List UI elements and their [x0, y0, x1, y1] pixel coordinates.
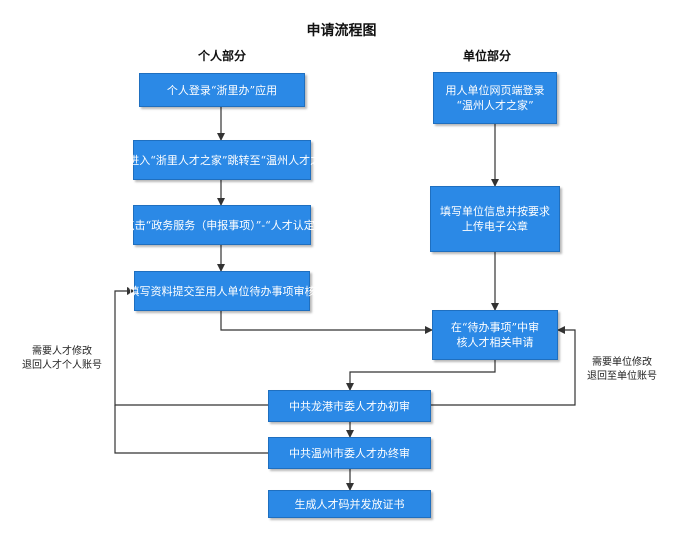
node-search-talent-home: 搜索进入“浙里人才之家”跳转至“温州人才之家” [106, 140, 338, 180]
node-unit-info: 填写单位信息并按要求上传电子公章 [430, 186, 560, 252]
diagram-title: 申请流程图 [306, 23, 377, 39]
node-longgang-review: 中共龙港市委人才办初审 [268, 390, 431, 422]
node-unit-login: 用人单位网页端登录“温州人才之家” [433, 72, 557, 124]
node-click-gov-service: 点击“政务服务（申报事项）”-“人才认定” [124, 205, 320, 245]
node-issue-certificate: 生成人才码并发放证书 [268, 490, 431, 518]
node-fill-materials: 填写资料提交至用人单位待办事项审核 [129, 271, 316, 311]
section-personal-label: 个人部分 [198, 49, 247, 63]
section-unit-label: 单位部分 [463, 49, 512, 63]
node-login-zheliban: 个人登录“浙里办”应用 [139, 73, 305, 107]
edge-n4-u3 [220, 311, 433, 334]
node-review-pending: 在“待办事项”中审核人才相关申请 [432, 310, 558, 360]
node-wenzhou-review: 中共温州市委人才办终审 [268, 437, 431, 469]
note-return-unit: 需要单位修改退回至单位账号 [587, 357, 657, 382]
edge-r1-return-unit [431, 326, 576, 406]
edge-r1-return-personal [114, 287, 268, 406]
note-return-personal: 需要人才修改退回人才个人账号 [22, 346, 102, 371]
edge-u3-r1 [346, 360, 496, 391]
edge-r2-return-personal [114, 405, 268, 454]
